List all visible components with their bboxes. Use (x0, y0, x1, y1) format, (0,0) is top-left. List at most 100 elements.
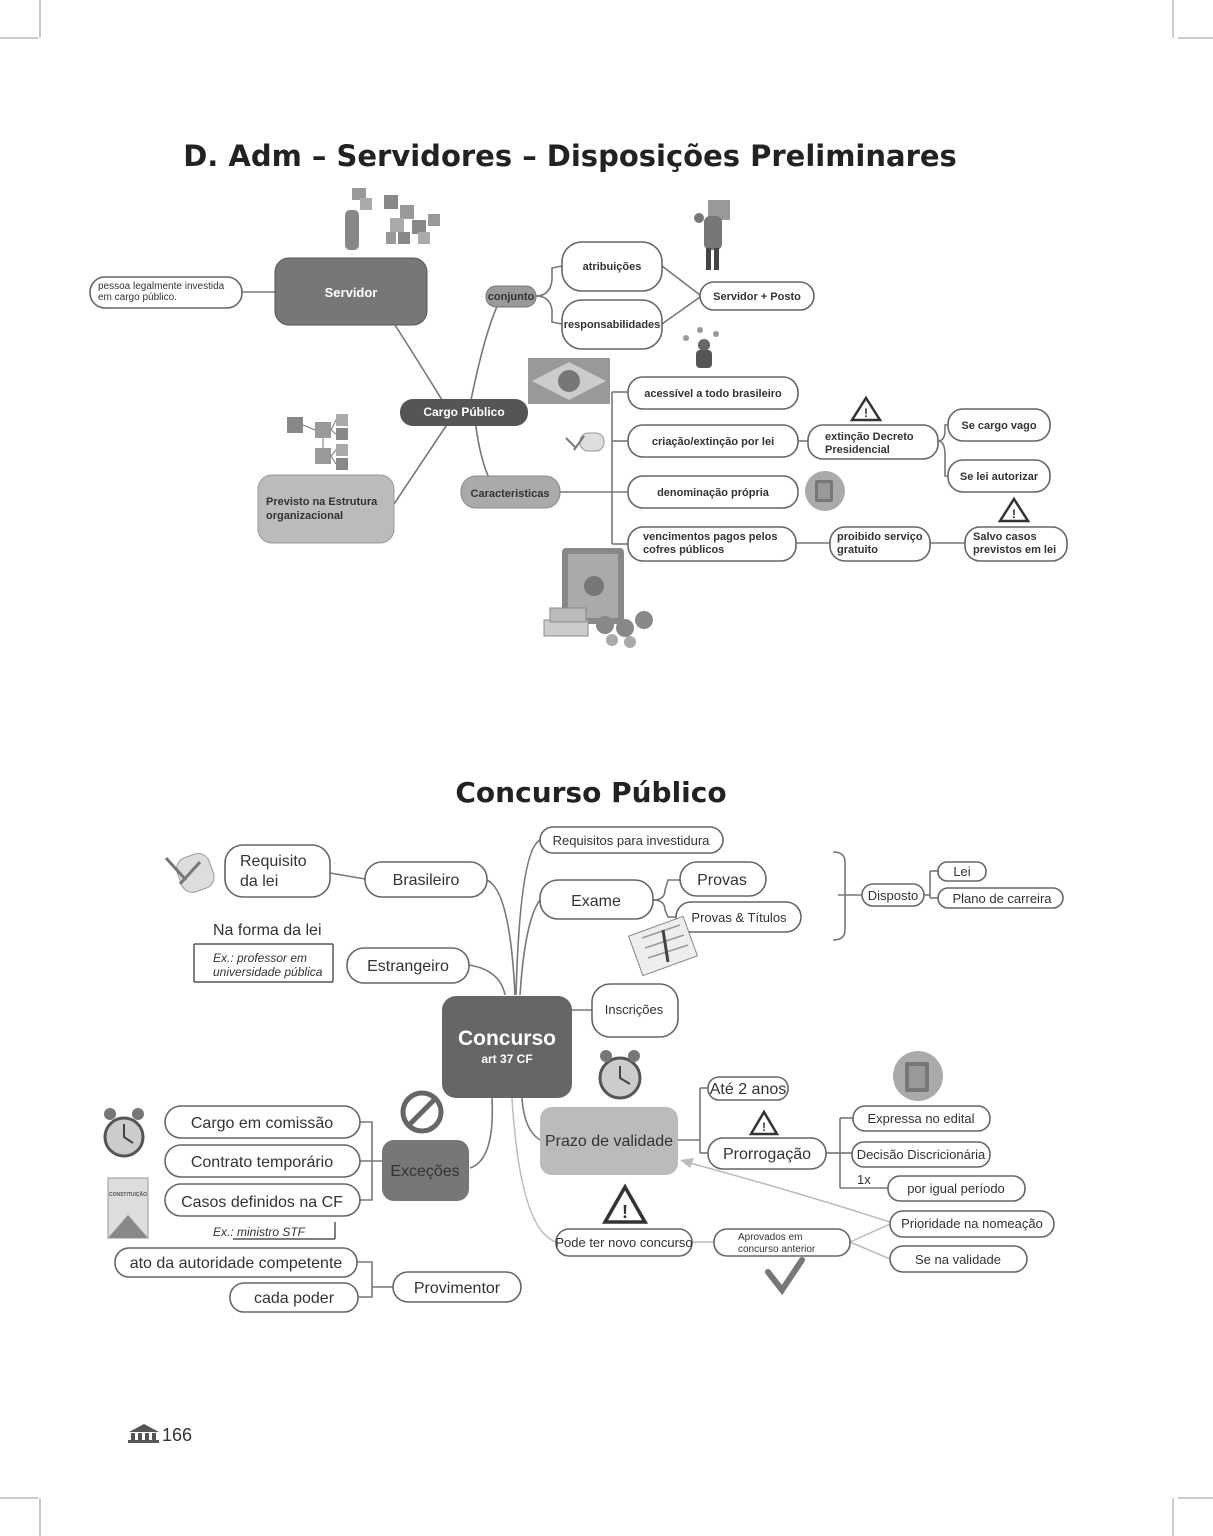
node-extincao-decreto: extinção Decreto Presidencial (807, 424, 939, 460)
svg-text:Brasileiro: Brasileiro (393, 872, 460, 889)
svg-text:Cargo Público: Cargo Público (423, 405, 504, 419)
svg-text:Prorrogação: Prorrogação (723, 1146, 811, 1163)
svg-text:art 37 CF: art 37 CF (481, 1052, 532, 1066)
svg-text:Servidor + Posto: Servidor + Posto (713, 291, 801, 303)
node-provas-titulos: Provas & Títulos (675, 901, 802, 933)
svg-text:Ex.: ministro STF: Ex.: ministro STF (213, 1225, 306, 1239)
svg-text:Aprovados em: Aprovados em (738, 1232, 802, 1243)
node-lei: Lei (937, 861, 987, 882)
checkmark-icon (765, 1257, 805, 1296)
svg-text:Plano de carreira: Plano de carreira (953, 891, 1053, 906)
node-requisito-da-lei: Requisito da lei (224, 844, 331, 898)
person-boxes-icon (694, 200, 730, 270)
svg-text:Requisitos para investidura: Requisitos para investidura (553, 833, 711, 848)
svg-text:denominação própria: denominação própria (657, 487, 770, 499)
svg-text:Até 2 anos: Até 2 anos (710, 1081, 787, 1098)
svg-text:Se na validade: Se na validade (915, 1252, 1001, 1267)
node-ex-ministro: Ex.: ministro STF (213, 1222, 336, 1240)
node-se-lei-autorizar: Se lei autorizar (947, 459, 1051, 493)
alarm-clock-icon (103, 1108, 145, 1158)
svg-text:Disposto: Disposto (868, 888, 919, 903)
node-prioridade-nomeacao: Prioridade na nomeação (889, 1210, 1055, 1238)
svg-text:Provas & Títulos: Provas & Títulos (691, 910, 787, 925)
node-proibido-servico: proibido serviço gratuito (829, 526, 931, 562)
svg-text:cofres públicos: cofres públicos (643, 544, 724, 556)
svg-text:Pode ter novo concurso: Pode ter novo concurso (555, 1235, 692, 1250)
svg-text:extinção Decreto: extinção Decreto (825, 431, 914, 443)
svg-text:Contrato temporário: Contrato temporário (191, 1154, 333, 1171)
node-acessivel: acessível a todo brasileiro (627, 376, 799, 410)
svg-text:atribuições: atribuições (583, 261, 642, 273)
node-servidor-definicao: pessoa legalmente investida em cargo púb… (89, 276, 243, 309)
svg-text:Cargo em comissão: Cargo em comissão (191, 1115, 333, 1132)
section-title-concurso: Concurso Público (455, 776, 726, 809)
svg-text:organizacional: organizacional (266, 510, 343, 522)
svg-text:responsabilidades: responsabilidades (564, 319, 661, 331)
node-requisitos-investidura: Requisitos para investidura (539, 826, 724, 854)
map1-connectors (242, 265, 965, 545)
warning-icon: ! (748, 1109, 780, 1136)
node-salvo-casos: Salvo casos previstos em lei (964, 526, 1068, 562)
page-title: D. Adm – Servidores – Disposições Prelim… (183, 139, 957, 173)
svg-text:em cargo público.: em cargo público. (98, 292, 177, 303)
diploma-icon (164, 853, 215, 893)
svg-text:previstos em lei: previstos em lei (973, 544, 1056, 556)
svg-text:vencimentos pagos pelos: vencimentos pagos pelos (643, 531, 777, 543)
page-number: 166 (162, 1425, 192, 1445)
book-icon (805, 471, 845, 511)
node-cada-poder: cada poder (229, 1282, 359, 1313)
svg-text:Concurso: Concurso (458, 1027, 556, 1050)
svg-text:Ex.: professor em: Ex.: professor em (213, 951, 307, 965)
svg-text:!: ! (864, 406, 868, 420)
svg-text:!: ! (762, 1120, 766, 1134)
svg-text:Previsto na Estrutura: Previsto na Estrutura (266, 496, 378, 508)
svg-text:Presidencial: Presidencial (825, 444, 890, 456)
node-responsabilidades: responsabilidades (561, 299, 663, 350)
svg-text:universidade pública: universidade pública (213, 965, 323, 979)
prohibited-icon (400, 1090, 444, 1134)
node-servidor-posto: Servidor + Posto (699, 281, 815, 311)
svg-text:Exame: Exame (571, 893, 621, 910)
node-atribuicoes: atribuições (561, 241, 663, 292)
node-plano-carreira: Plano de carreira (937, 887, 1064, 909)
svg-text:Casos definidos na CF: Casos definidos na CF (181, 1194, 343, 1211)
node-excecoes: Exceções (382, 1140, 469, 1201)
node-vencimentos: vencimentos pagos pelos cofres públicos (627, 526, 797, 562)
checklist-icon (627, 915, 699, 977)
svg-text:conjunto: conjunto (488, 291, 535, 303)
footer-library-icon (128, 1424, 159, 1443)
svg-text:Requisito: Requisito (240, 853, 307, 870)
svg-text:Prioridade na nomeação: Prioridade na nomeação (901, 1216, 1043, 1231)
svg-text:Salvo casos: Salvo casos (973, 531, 1037, 543)
node-prazo-validade: Prazo de validade (540, 1107, 678, 1175)
node-disposto: Disposto (861, 883, 925, 907)
node-casos-cf: Casos definidos na CF (164, 1183, 361, 1217)
node-brasileiro: Brasileiro (364, 861, 488, 898)
svg-text:gratuito: gratuito (837, 544, 878, 556)
node-cargo-publico: Cargo Público (400, 399, 528, 426)
node-prorrogacao: Prorrogação (707, 1137, 827, 1170)
node-caracteristicas: Caracteristicas (460, 475, 561, 509)
warning-icon: ! (849, 395, 883, 422)
svg-text:Provas: Provas (697, 872, 747, 889)
constitution-book-icon: CONSTITUIÇÃO (107, 1177, 149, 1239)
diploma-icon (565, 432, 605, 452)
node-por-igual-periodo: por igual período (887, 1175, 1026, 1202)
svg-text:Estrangeiro: Estrangeiro (367, 958, 449, 975)
svg-text:Provimentor: Provimentor (414, 1280, 501, 1297)
book-icon (893, 1051, 943, 1101)
node-provimentor: Provimentor (392, 1271, 522, 1303)
svg-text:Inscrições: Inscrições (605, 1002, 664, 1017)
svg-text:Expressa no edital: Expressa no edital (868, 1111, 975, 1126)
map2-connectors (329, 839, 938, 1298)
svg-text:Lei: Lei (953, 864, 970, 879)
node-criacao-extincao: criação/extinção por lei (627, 424, 799, 458)
safe-money-icon (543, 548, 653, 648)
node-conjunto: conjunto (485, 285, 537, 308)
svg-text:!: ! (622, 1202, 628, 1222)
svg-text:Se cargo vago: Se cargo vago (961, 420, 1036, 432)
node-na-forma-da-lei: Na forma da lei Ex.: professor em univer… (193, 922, 334, 983)
svg-text:CONSTITUIÇÃO: CONSTITUIÇÃO (109, 1191, 147, 1198)
svg-text:concurso anterior: concurso anterior (738, 1244, 816, 1255)
